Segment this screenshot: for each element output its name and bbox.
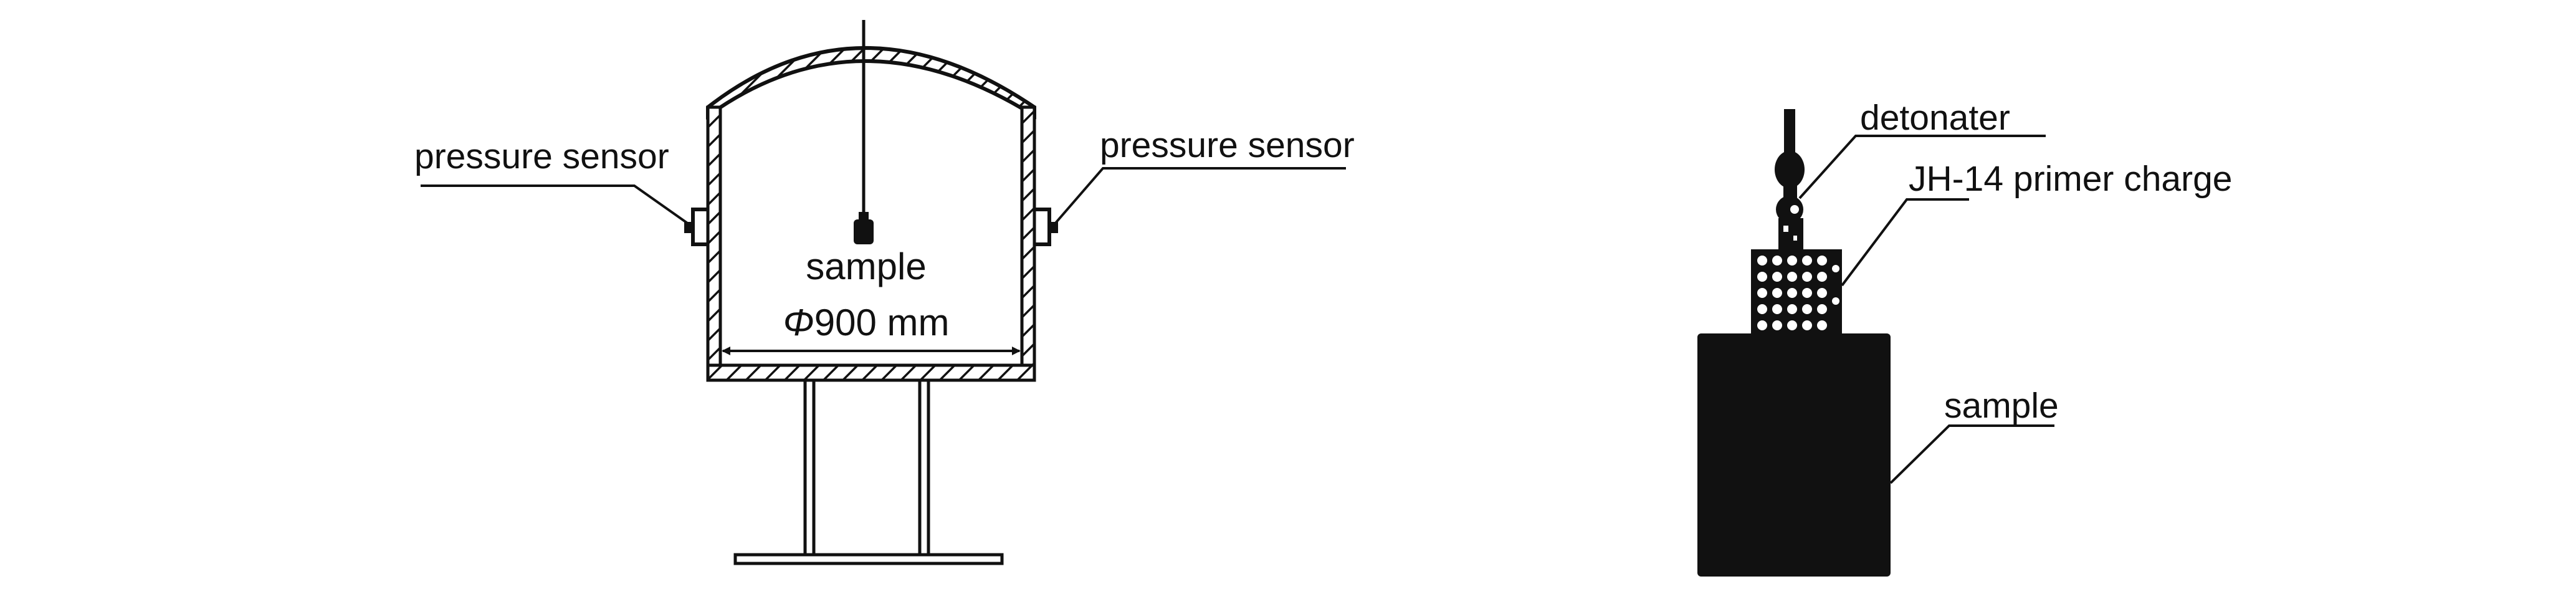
charge-assembly-diagram: detonater JH-14 primer charge sample (1697, 98, 2233, 577)
stand-base-plate (733, 553, 1004, 565)
pressure-sensor-port-left (684, 208, 708, 246)
stand-leg-right (918, 378, 930, 558)
primer-charge-label: JH-14 primer charge (1909, 159, 2233, 199)
charge-sample-block (1697, 333, 1891, 577)
leader-line-pressure-sensor-right (1053, 167, 1346, 226)
detonator-label: detonater (1860, 98, 2010, 138)
primer-charge-pellets (1757, 256, 1839, 330)
charge-sample-label: sample (1944, 386, 2059, 426)
chamber-sample-block (854, 219, 874, 244)
leader-line-primer (1841, 198, 1969, 287)
chamber-wall-right (1020, 105, 1036, 382)
stand-leg-left (803, 378, 816, 558)
explosion-chamber-diagram: sample Φ900 mm pressure sensor pressure … (414, 20, 1355, 565)
diameter-symbol: Φ (783, 302, 814, 343)
leader-line-sample (1889, 424, 2054, 484)
pressure-sensor-port-right (1034, 208, 1058, 246)
chamber-sample-label: sample (806, 246, 926, 287)
leader-line-pressure-sensor-left (421, 184, 690, 226)
leader-line-detonator (1798, 135, 2046, 199)
chamber-floor (706, 363, 1036, 382)
chamber-dome (706, 46, 1036, 120)
detonator (1775, 109, 1805, 251)
pressure-sensor-label-right: pressure sensor (1100, 125, 1355, 165)
diameter-label: Φ900 mm (783, 302, 950, 343)
pressure-sensor-label-left: pressure sensor (414, 136, 669, 176)
chamber-wall-left (706, 105, 722, 382)
diameter-value: 900 mm (814, 302, 950, 343)
